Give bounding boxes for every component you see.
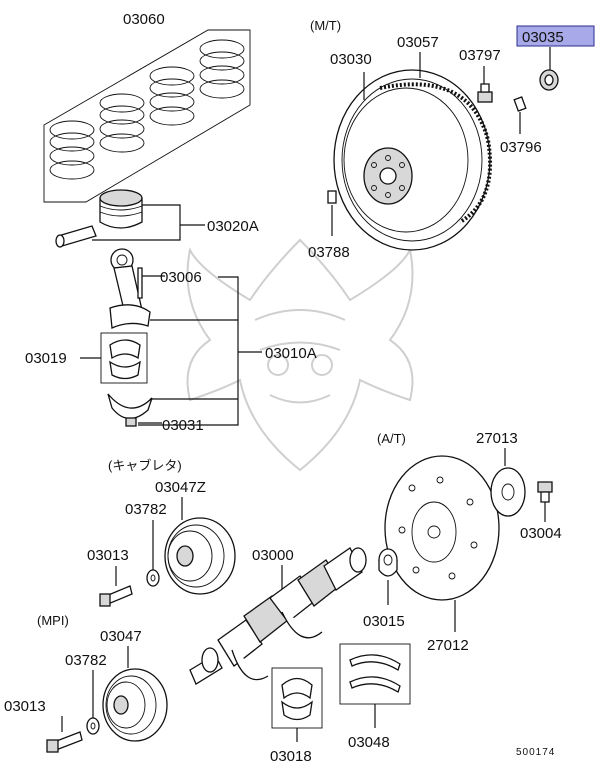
part-label-03006[interactable]: 03006 (160, 269, 202, 286)
catalog-code: 500174 (516, 747, 555, 758)
part-label-03013-mpi[interactable]: 03013 (4, 698, 46, 715)
part-label-03035-highlight (516, 25, 595, 47)
part-label-27012[interactable]: 27012 (427, 637, 469, 654)
washer-mpi-illustration[interactable] (86, 717, 100, 735)
dowel-pin-illustration[interactable] (513, 96, 527, 112)
part-label-03047z[interactable]: 03047Z (155, 479, 206, 496)
part-label-27013[interactable]: 27013 (476, 430, 518, 447)
part-label-03047[interactable]: 03047 (100, 628, 142, 645)
crankshaft-bushing-illustration[interactable] (378, 548, 398, 577)
part-label-03030[interactable]: 03030 (330, 51, 372, 68)
flywheel-dowel-illustration[interactable] (327, 190, 337, 204)
pulley-bolt-mpi-illustration[interactable] (46, 731, 83, 753)
thrust-washer-illustration[interactable] (339, 643, 411, 705)
part-label-03788[interactable]: 03788 (308, 244, 350, 261)
part-label-03010a[interactable]: 03010A (265, 345, 317, 362)
adapter-plate-illustration[interactable] (490, 467, 526, 517)
part-label-03782-mpi[interactable]: 03782 (65, 652, 107, 669)
part-label-03060[interactable]: 03060 (123, 11, 165, 28)
ring-gear-illustration[interactable] (379, 82, 493, 224)
pilot-bearing-illustration[interactable] (539, 69, 559, 91)
flywheel-bolt-illustration[interactable] (477, 83, 493, 103)
part-label-03004[interactable]: 03004 (520, 525, 562, 542)
main-bearing-illustration[interactable] (271, 667, 323, 729)
part-label-03000[interactable]: 03000 (252, 547, 294, 564)
part-label-03015[interactable]: 03015 (363, 613, 405, 630)
piston-ring-set-illustration[interactable] (43, 29, 251, 203)
part-label-03019[interactable]: 03019 (25, 350, 67, 367)
part-label-03035[interactable]: 03035 (522, 29, 564, 46)
pulley-bolt-carb-illustration[interactable] (99, 585, 133, 607)
part-label-03013-carb[interactable]: 03013 (87, 547, 129, 564)
part-label-03048[interactable]: 03048 (348, 734, 390, 751)
crankshaft-illustration[interactable] (189, 547, 367, 685)
part-label-03057[interactable]: 03057 (397, 34, 439, 51)
crankshaft-pulley-carb-illustration[interactable] (164, 517, 236, 595)
drive-plate-bolt-illustration[interactable] (537, 481, 553, 503)
flywheel-illustration[interactable] (333, 69, 491, 251)
section-label-carburetor: (キャブレタ) (108, 458, 182, 473)
section-label-mpi: (MPI) (37, 613, 69, 628)
part-label-03797[interactable]: 03797 (459, 47, 501, 64)
rod-cap-illustration[interactable] (107, 393, 153, 427)
part-label-03782-carb[interactable]: 03782 (125, 501, 167, 518)
part-label-03018[interactable]: 03018 (270, 748, 312, 765)
part-label-03796[interactable]: 03796 (500, 139, 542, 156)
section-label-at: (A/T) (377, 431, 406, 446)
part-label-03031[interactable]: 03031 (162, 417, 204, 434)
crankshaft-pulley-mpi-illustration[interactable] (102, 668, 168, 742)
part-label-03020a[interactable]: 03020A (207, 218, 259, 235)
section-label-mt: (M/T) (310, 18, 341, 33)
rod-bearing-illustration[interactable] (100, 332, 148, 384)
connecting-rod-illustration[interactable] (109, 248, 165, 329)
washer-carb-illustration[interactable] (146, 569, 160, 587)
piston-illustration[interactable] (55, 189, 143, 248)
drive-plate-illustration[interactable] (384, 455, 500, 601)
